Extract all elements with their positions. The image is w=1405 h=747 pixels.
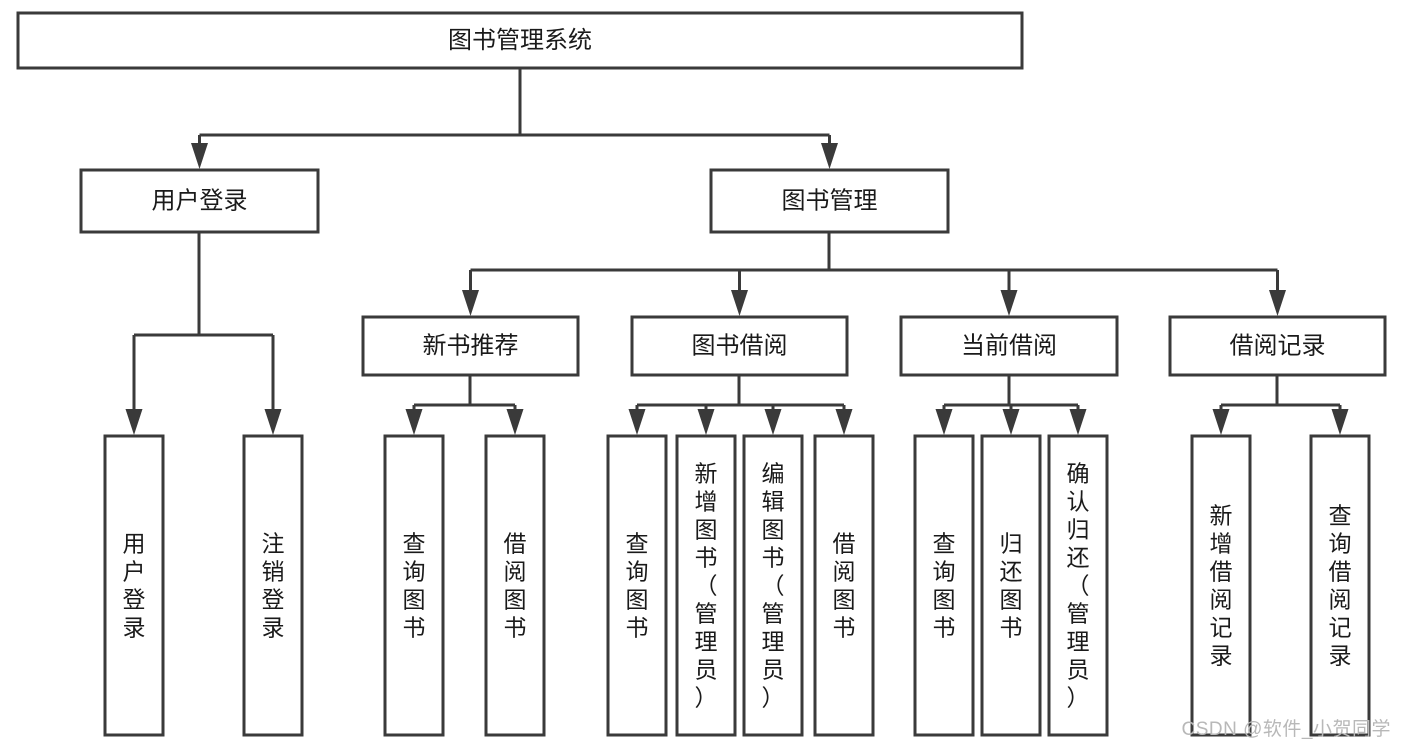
node-box[interactable] <box>1190 434 1252 737</box>
node-label: 图书借阅 <box>692 332 788 359</box>
node-new-book-rec[interactable]: 新书推荐 <box>361 315 580 377</box>
node-leaf-borrow-book-2[interactable]: 借阅图书 <box>813 434 875 737</box>
node-box[interactable] <box>16 11 1024 70</box>
nodes-layer: 图书管理系统用户登录图书管理新书推荐图书借阅当前借阅借阅记录用户登录注销登录查询… <box>16 11 1387 737</box>
connector-group <box>935 375 1087 435</box>
arrow-head-icon <box>731 290 748 316</box>
node-leaf-logout[interactable]: 注销登录 <box>242 434 304 737</box>
arrow-head-icon <box>264 409 282 435</box>
node-box[interactable] <box>79 168 320 234</box>
arrow-head-icon <box>1002 409 1020 435</box>
connector-group <box>628 375 853 435</box>
node-box[interactable] <box>383 434 445 737</box>
node-label: 新增借阅记录 <box>1210 502 1233 668</box>
arrow-head-icon <box>1269 290 1286 316</box>
node-box[interactable] <box>980 434 1042 737</box>
node-label: 借阅记录 <box>1230 332 1326 359</box>
connector-group <box>405 375 524 435</box>
connector-group <box>125 232 282 435</box>
node-label: 查询借阅记录 <box>1329 502 1352 668</box>
node-box[interactable] <box>1047 434 1109 737</box>
arrow-head-icon <box>191 143 208 169</box>
node-label: 借阅图书 <box>504 530 527 640</box>
node-leaf-query-book-3[interactable]: 查询图书 <box>913 434 975 737</box>
node-box[interactable] <box>675 434 737 737</box>
node-label: 用户登录 <box>152 187 248 214</box>
node-label: 查询图书 <box>933 530 956 640</box>
connector-group <box>462 232 1286 316</box>
node-box[interactable] <box>742 434 804 737</box>
arrow-head-icon <box>405 409 423 435</box>
arrow-head-icon <box>821 143 838 169</box>
node-leaf-query-book-2[interactable]: 查询图书 <box>606 434 668 737</box>
arrow-head-icon <box>462 290 479 316</box>
node-box[interactable] <box>630 315 849 377</box>
node-label: 查询图书 <box>403 530 426 640</box>
node-box[interactable] <box>1168 315 1387 377</box>
arrow-head-icon <box>764 409 782 435</box>
node-label: 图书管理系统 <box>448 27 592 54</box>
node-label: 新书推荐 <box>423 332 519 359</box>
node-label: 查询图书 <box>626 530 649 640</box>
node-box[interactable] <box>913 434 975 737</box>
node-leaf-add-book[interactable]: 新增图书（管理员） <box>675 434 737 737</box>
arrow-head-icon <box>1212 409 1230 435</box>
node-label: 用户登录 <box>123 530 146 640</box>
node-box[interactable] <box>361 315 580 377</box>
arrow-head-icon <box>125 409 143 435</box>
arrow-head-icon <box>835 409 853 435</box>
node-leaf-confirm-return[interactable]: 确认归还（管理员） <box>1047 434 1109 737</box>
arrow-head-icon <box>1000 290 1018 316</box>
node-leaf-query-record[interactable]: 查询借阅记录 <box>1309 434 1371 737</box>
connector-group <box>191 68 838 169</box>
node-label: 新增图书（管理员） <box>695 460 718 710</box>
node-box[interactable] <box>899 315 1119 377</box>
node-box[interactable] <box>606 434 668 737</box>
node-book-borrow[interactable]: 图书借阅 <box>630 315 849 377</box>
watermark-label: CSDN @软件_小贺同学 <box>1181 719 1391 740</box>
arrow-head-icon <box>506 409 524 435</box>
node-box[interactable] <box>1309 434 1371 737</box>
node-box[interactable] <box>484 434 546 737</box>
arrow-head-icon <box>1331 409 1349 435</box>
node-label: 归还图书 <box>1000 530 1023 640</box>
node-root[interactable]: 图书管理系统 <box>16 11 1024 70</box>
node-label: 注销登录 <box>262 530 285 640</box>
node-leaf-add-record[interactable]: 新增借阅记录 <box>1190 434 1252 737</box>
node-borrow-record[interactable]: 借阅记录 <box>1168 315 1387 377</box>
node-box[interactable] <box>103 434 165 737</box>
node-box[interactable] <box>242 434 304 737</box>
node-user-login[interactable]: 用户登录 <box>79 168 320 234</box>
node-leaf-user-login[interactable]: 用户登录 <box>103 434 165 737</box>
node-leaf-return-book[interactable]: 归还图书 <box>980 434 1042 737</box>
arrow-head-icon <box>697 409 715 435</box>
node-box[interactable] <box>709 168 950 234</box>
arrow-head-icon <box>628 409 646 435</box>
node-label: 编辑图书（管理员） <box>762 460 785 710</box>
node-leaf-query-book-1[interactable]: 查询图书 <box>383 434 445 737</box>
node-label: 图书管理 <box>782 187 878 214</box>
node-label: 借阅图书 <box>833 530 856 640</box>
node-book-manage[interactable]: 图书管理 <box>709 168 950 234</box>
arrow-head-icon <box>935 409 953 435</box>
node-box[interactable] <box>813 434 875 737</box>
edges-layer <box>125 68 1349 435</box>
node-label: 当前借阅 <box>961 332 1057 359</box>
node-leaf-borrow-book-1[interactable]: 借阅图书 <box>484 434 546 737</box>
node-label: 确认归还（管理员） <box>1067 460 1090 710</box>
connector-group <box>1212 375 1349 435</box>
node-current-borrow[interactable]: 当前借阅 <box>899 315 1119 377</box>
arrow-head-icon <box>1069 409 1087 435</box>
node-leaf-edit-book[interactable]: 编辑图书（管理员） <box>742 434 804 737</box>
